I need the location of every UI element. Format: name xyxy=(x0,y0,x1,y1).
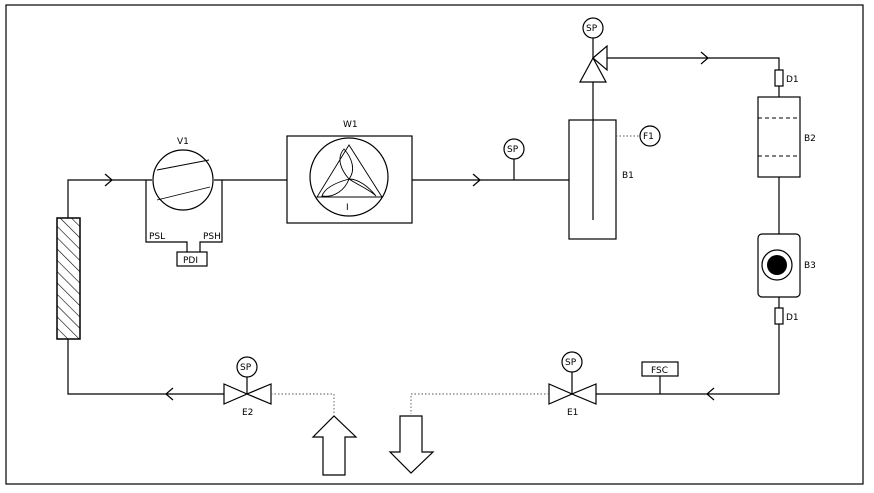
w1-label: W1 xyxy=(343,120,358,130)
tank-b1: B1 F1 xyxy=(568,119,661,240)
piping xyxy=(67,57,780,395)
compressor-label: V1 xyxy=(177,137,189,147)
flow-arrow-right xyxy=(472,173,481,187)
flow-arrow-left xyxy=(706,387,715,401)
sp-label: SP xyxy=(507,145,519,155)
d1-top-label: D1 xyxy=(786,75,799,85)
b3-label: B3 xyxy=(804,261,816,271)
valve-e2: SP E2 xyxy=(223,356,272,418)
unit-b3: B3 xyxy=(757,233,816,298)
d1-bottom-label: D1 xyxy=(786,313,799,323)
filter-d1-top: D1 xyxy=(774,69,799,87)
flow-switch-fsc: FSC xyxy=(641,361,679,394)
sp-label: SP xyxy=(240,363,252,373)
flow-arrow-left xyxy=(165,387,174,401)
pdi-box xyxy=(176,251,208,267)
b1-label: B1 xyxy=(622,171,634,181)
fsc-label: FSC xyxy=(651,366,668,376)
valve-e1: SP E1 xyxy=(548,351,597,418)
big-arrow-up-icon xyxy=(311,415,358,476)
f1-label: F1 xyxy=(643,132,654,142)
e1-label: E1 xyxy=(567,408,578,418)
compressor-v1: V1 PSL PSH PDI xyxy=(145,137,223,267)
three-way-valve: SP xyxy=(578,17,608,83)
signal-line xyxy=(271,393,335,414)
flow-arrow-right xyxy=(104,173,113,187)
unit-w1: I W1 xyxy=(286,120,413,224)
pdi-label: PDI xyxy=(183,256,198,266)
heat-exchanger xyxy=(56,217,81,340)
sp-label: SP xyxy=(565,358,577,368)
flow-arrows xyxy=(104,51,715,401)
signal-line xyxy=(410,393,549,414)
psh-label: PSH xyxy=(203,232,221,242)
filter-d1-bottom: D1 xyxy=(774,307,799,325)
unit-b2: B2 xyxy=(757,96,816,178)
psl-label: PSL xyxy=(149,232,165,242)
e2-label: E2 xyxy=(242,408,253,418)
fan-mark: I xyxy=(346,203,349,213)
diagram-frame xyxy=(5,4,864,485)
sp-label: SP xyxy=(586,24,598,34)
b2-label: B2 xyxy=(804,134,816,144)
flow-arrow-right xyxy=(700,51,709,65)
sp-gauge: SP xyxy=(503,138,525,180)
big-arrow-down-icon xyxy=(388,415,435,474)
